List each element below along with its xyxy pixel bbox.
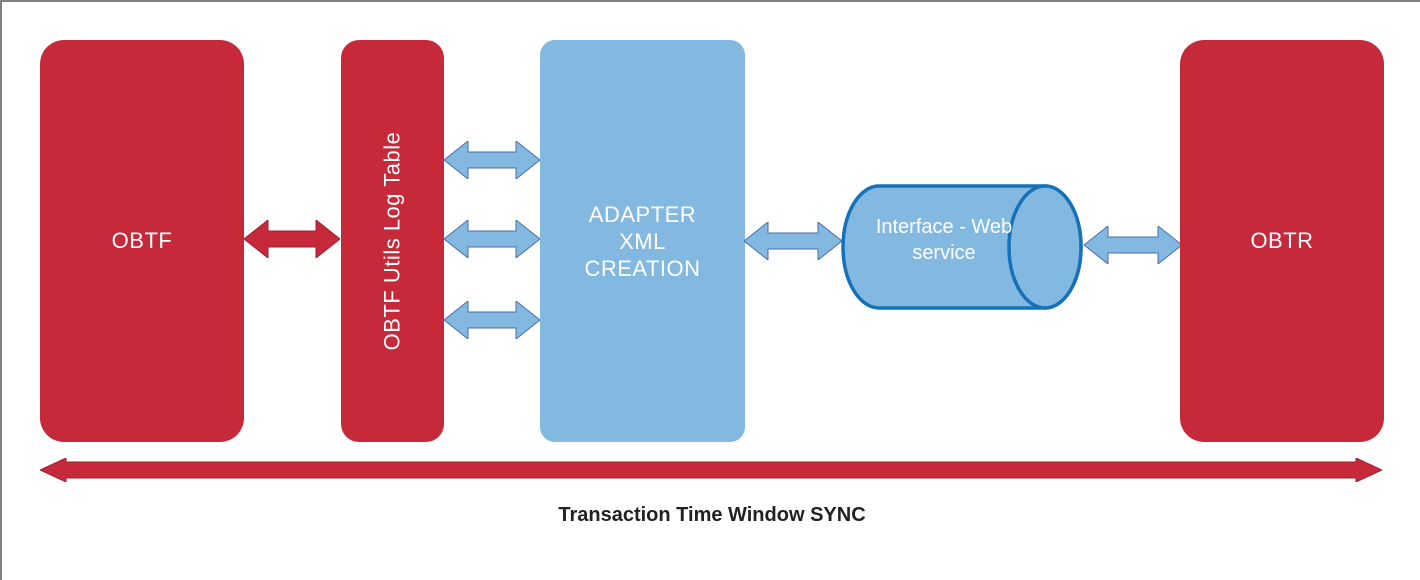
node-obtf: OBTF <box>40 40 244 442</box>
arrow-obtf-utils <box>244 220 340 258</box>
arrow-utils-adapter-top <box>444 141 540 179</box>
node-obtf-utils-log-table-label: OBTF Utils Log Table <box>379 131 405 351</box>
node-adapter-xml-creation-label: ADAPTER XML CREATION <box>584 201 701 281</box>
arrow-transaction-time-window <box>40 458 1382 482</box>
node-interface-web-service-label: Interface - Web service <box>875 216 1013 264</box>
node-interface-web-service <box>841 184 1083 310</box>
node-obtf-label: OBTF <box>111 228 173 253</box>
node-obtf-utils-log-table: OBTF Utils Log Table <box>341 40 444 442</box>
node-obtr: OBTR <box>1180 40 1384 442</box>
arrow-interface-obtr <box>1084 226 1182 264</box>
arrow-adapter-interface <box>744 222 842 260</box>
arrow-utils-adapter-bottom <box>444 301 540 339</box>
arrow-utils-adapter-middle <box>444 220 540 258</box>
node-adapter-xml-creation: ADAPTER XML CREATION <box>540 40 745 442</box>
node-obtr-label: OBTR <box>1250 228 1314 253</box>
caption-transaction-time-window-sync: Transaction Time Window SYNC <box>558 504 866 526</box>
